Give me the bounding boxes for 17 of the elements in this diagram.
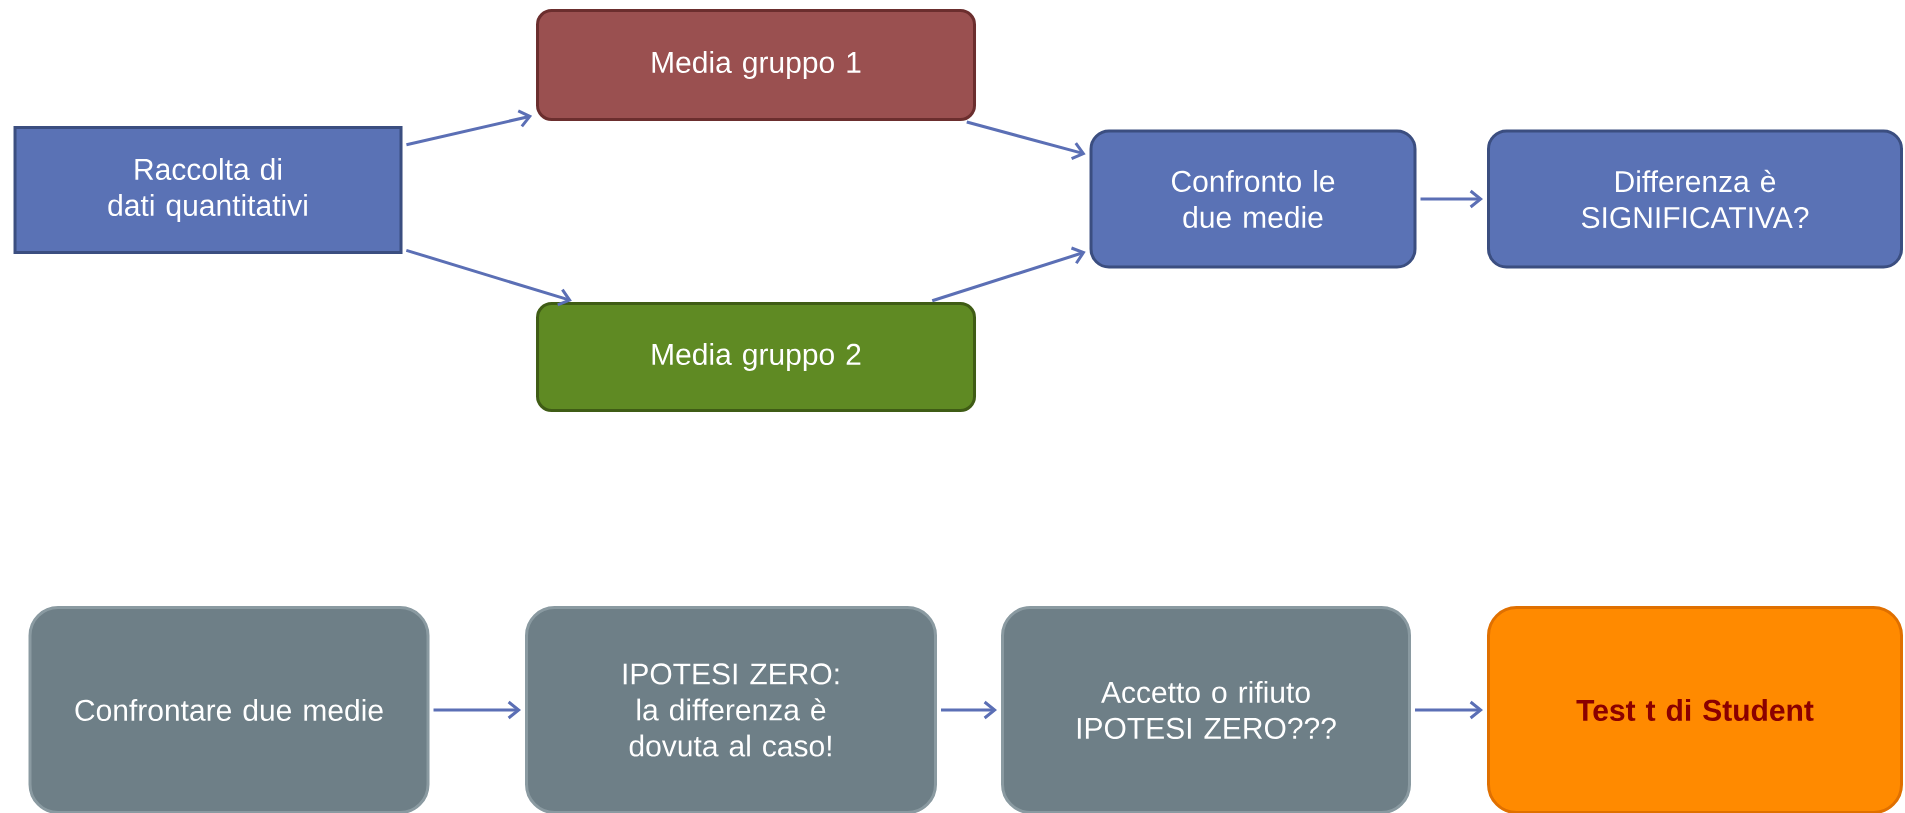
process-box: IPOTESI ZERO: la differenza è dovuta al caso! [525,606,937,813]
arrow [406,109,533,147]
process-box: Accetto o rifiuto IPOTESI ZERO??? [1001,606,1411,813]
arrow [1420,189,1483,209]
arrow [405,248,572,307]
arrow [931,246,1086,303]
arrow [1415,700,1483,720]
process-box: Media gruppo 2 [536,302,976,412]
process-box: Confrontare due medie [28,606,430,813]
process-box: Test t di Student [1487,606,1903,813]
arrow [966,120,1086,161]
process-box: Differenza è SIGNIFICATIVA? [1487,129,1903,269]
process-box: Raccolta di dati quantitativi [13,126,403,254]
arrow [433,700,521,720]
arrow [941,700,997,720]
process-box: Media gruppo 1 [536,9,976,121]
process-box: Confronto le due medie [1089,129,1417,269]
